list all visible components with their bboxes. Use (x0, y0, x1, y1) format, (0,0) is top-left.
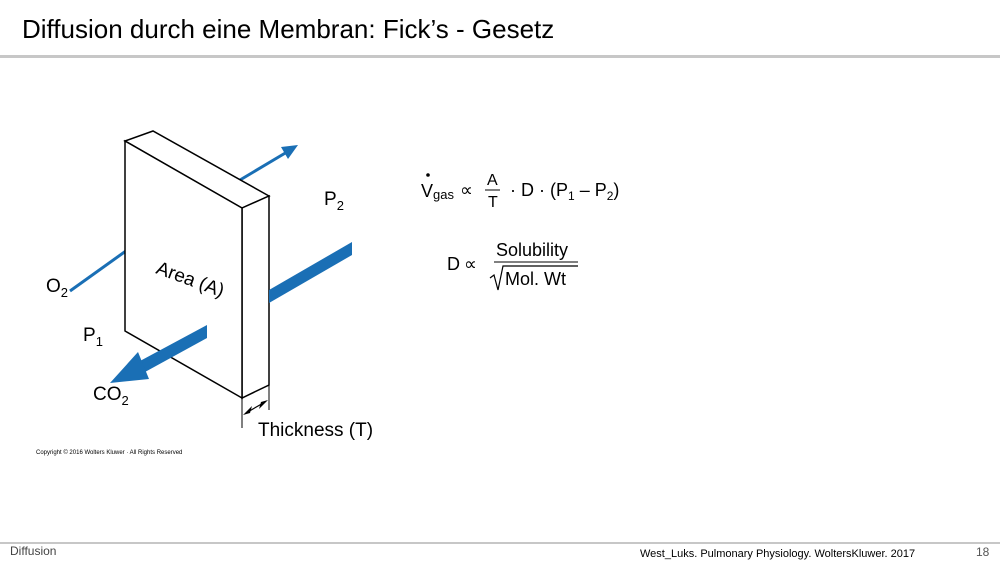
svg-text:D∝: D∝ (447, 254, 477, 274)
svg-text:· D · (P1 – P2): · D · (P1 – P2) (510, 180, 619, 203)
footer-divider (0, 542, 1000, 544)
svg-text:A: A (487, 172, 498, 189)
thickness-label: Thickness (T) (258, 420, 373, 441)
p1-label: P1 (83, 325, 103, 349)
v-dot (426, 173, 430, 177)
svg-text:Mol. Wt: Mol. Wt (505, 269, 566, 289)
sqrt-sign (489, 265, 578, 291)
co2-exit-arrowhead (110, 352, 149, 383)
thickness-arrowhead-left (243, 406, 252, 415)
membrane-side-face (241, 194, 270, 400)
fick-formula: Vgas ∝ A T · D · (P1 – P2) (421, 172, 619, 211)
co2-entry-band (269, 242, 352, 303)
svg-text:Vgas: Vgas (421, 181, 454, 202)
svg-text:T: T (488, 194, 498, 211)
diffusion-constant-formula: D∝ Solubility Mol. Wt (447, 240, 578, 291)
o2-exit-arrowhead (281, 145, 298, 159)
page-number: 18 (976, 545, 990, 559)
footer-topic: Diffusion (10, 544, 57, 558)
footer-source: West_Luks. Pulmonary Physiology. Wolters… (640, 548, 916, 560)
co2-exit-band (140, 325, 207, 372)
o2-exit-arrow-line (239, 150, 288, 182)
slide-title: Diffusion durch eine Membran: Fick’s - G… (22, 14, 555, 44)
svg-text:∝: ∝ (460, 180, 473, 200)
svg-text:Solubility: Solubility (496, 240, 568, 260)
title-divider (0, 55, 1000, 58)
copyright-text: Copyright © 2016 Wolters Kluwer · All Ri… (36, 449, 182, 456)
co2-label: CO2 (93, 384, 129, 408)
o2-label: O2 (46, 276, 68, 300)
p2-label: P2 (324, 189, 344, 213)
thickness-arrowhead-right (259, 400, 268, 409)
